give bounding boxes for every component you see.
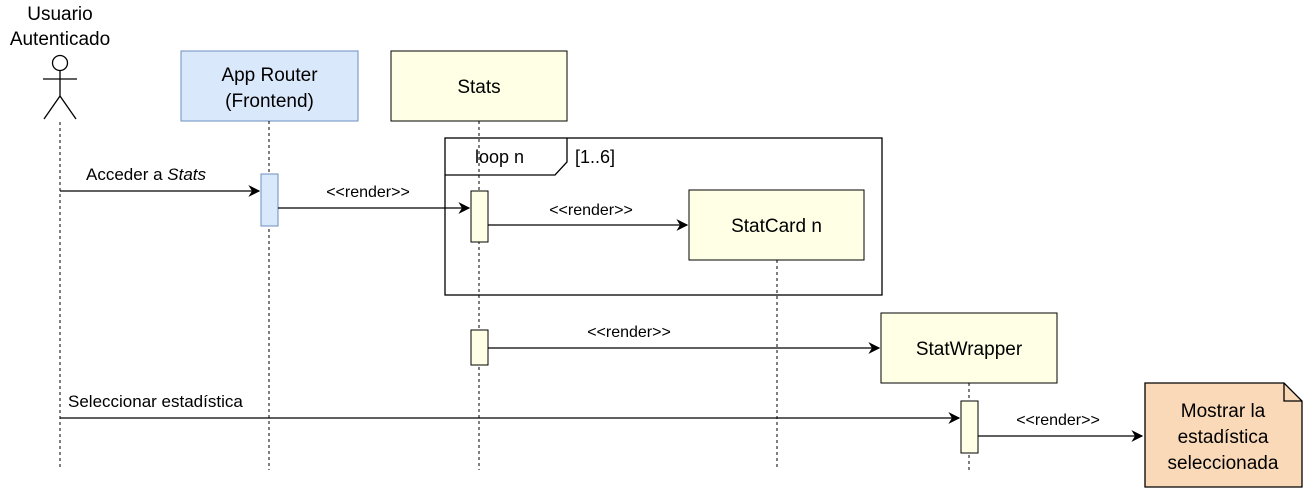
participant-app-router — [180, 50, 359, 122]
activation-bar-stats-1 — [470, 190, 489, 243]
stick-figure-icon — [43, 54, 77, 120]
participant-statcard — [688, 189, 865, 261]
app-router-name-line2: (Frontend) — [225, 91, 314, 112]
message-access-prefix: Acceder a — [86, 165, 167, 184]
stats-name: Stats — [457, 77, 500, 98]
note-mostrar: Mostrar la estadística seleccionada — [1144, 382, 1303, 488]
message-access-target: Stats — [167, 165, 206, 184]
actor-name-line2: Autenticado — [10, 29, 110, 50]
activation-bar-router — [260, 173, 279, 227]
note-text-line2: estadística — [1178, 427, 1269, 448]
note-text-line1: Mostrar la — [1181, 401, 1266, 422]
statcard-name: StatCard n — [731, 216, 822, 237]
loop-guard: [1..6] — [575, 147, 615, 167]
message-access-label: Acceder a Stats — [86, 165, 207, 184]
note-text-line3: seleccionada — [1168, 453, 1279, 474]
actor-name-line1: Usuario — [27, 4, 92, 25]
message-render-statcard-label: <<render>> — [549, 202, 633, 219]
loop-fragment: loop n [1..6] — [444, 137, 883, 296]
participant-statwrapper — [880, 312, 1058, 384]
message-render-statwrapper-label: <<render>> — [587, 324, 671, 341]
statwrapper-name: StatWrapper — [916, 339, 1023, 360]
activation-bar-statwrapper — [960, 400, 979, 454]
loop-label: loop n — [475, 147, 524, 167]
participant-stats — [390, 50, 568, 122]
app-router-name-line1: App Router — [221, 65, 318, 86]
message-render-stats-label: <<render>> — [326, 184, 410, 201]
activation-bar-stats-2 — [470, 329, 489, 366]
message-select-label: Seleccionar estadística — [68, 392, 243, 411]
actor-usuario: Usuario Autenticado — [10, 4, 110, 120]
message-render-note-label: <<render>> — [1016, 412, 1100, 429]
